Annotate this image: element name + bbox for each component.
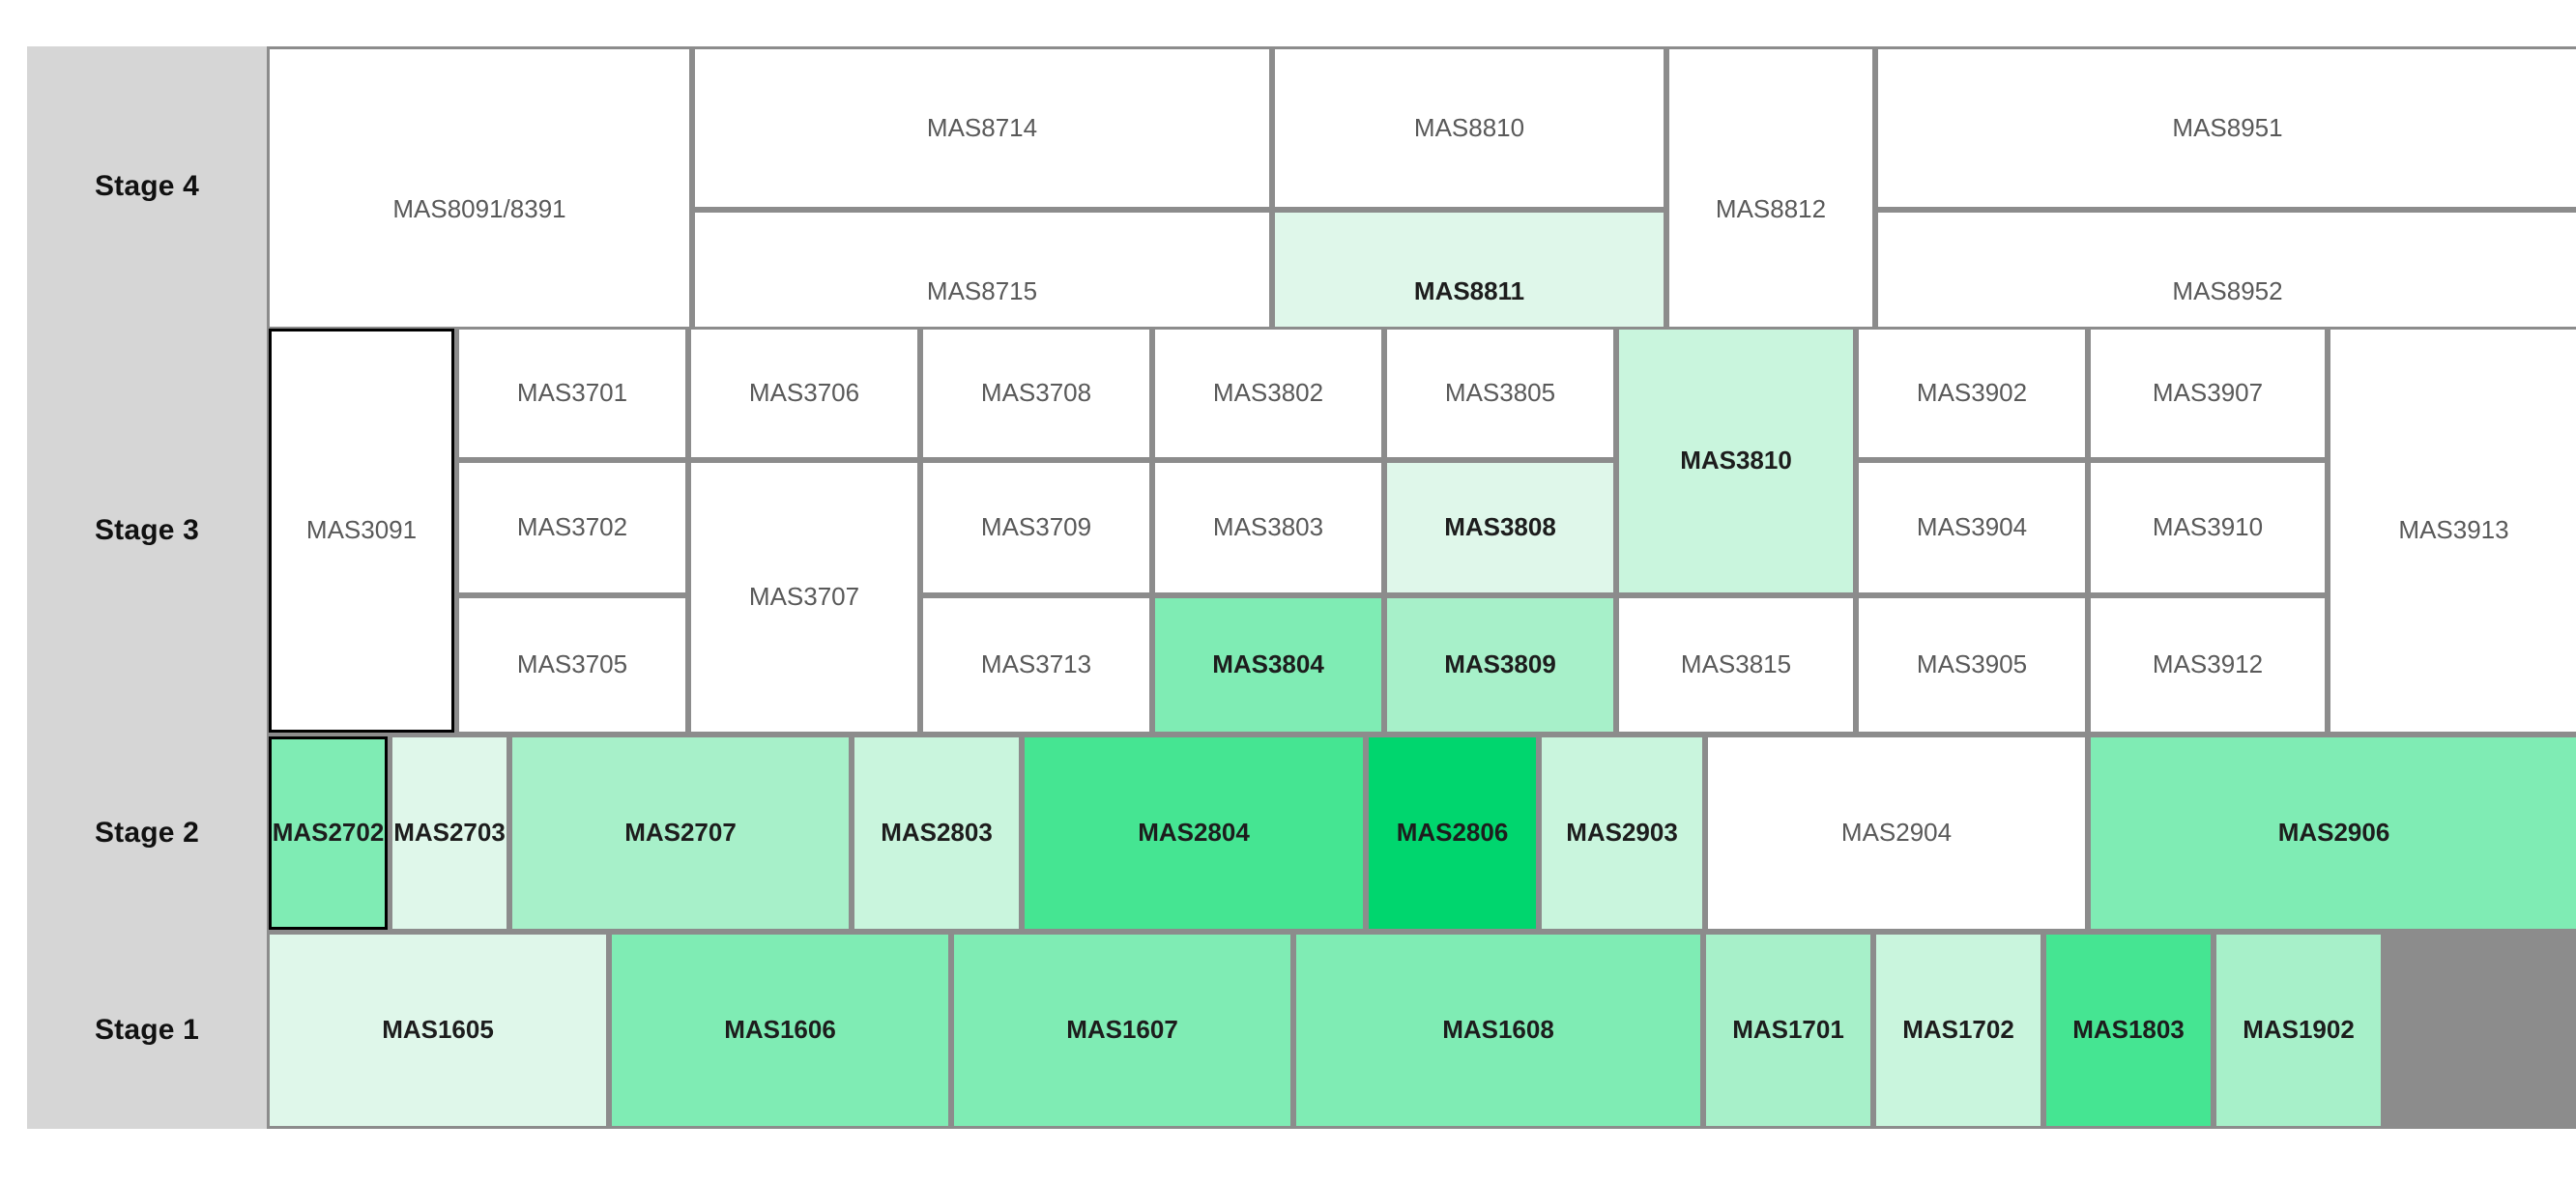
cell-mas3702[interactable]: MAS3702	[458, 462, 686, 593]
stage-label-stage-1: Stage 1	[27, 932, 267, 1129]
cell-mas1902[interactable]: MAS1902	[2215, 934, 2382, 1127]
cell-mas2904[interactable]: MAS2904	[1707, 736, 2086, 930]
cell-mas3810[interactable]: MAS3810	[1618, 329, 1854, 593]
cell-mas1701[interactable]: MAS1701	[1705, 934, 1871, 1127]
cell-mas3905[interactable]: MAS3905	[1858, 597, 2086, 733]
cell-mas3808[interactable]: MAS3808	[1386, 462, 1614, 593]
cell-mas2803[interactable]: MAS2803	[854, 736, 1020, 930]
cell-mas3803[interactable]: MAS3803	[1154, 462, 1382, 593]
cell-mas3701[interactable]: MAS3701	[458, 329, 686, 458]
stage-label-stage-3: Stage 3	[27, 327, 267, 735]
cell-mas3907[interactable]: MAS3907	[2090, 329, 2326, 458]
cell-mas3902[interactable]: MAS3902	[1858, 329, 2086, 458]
cell-mas3912[interactable]: MAS3912	[2090, 597, 2326, 733]
cell-mas3805[interactable]: MAS3805	[1386, 329, 1614, 458]
cell-mas1606[interactable]: MAS1606	[611, 934, 949, 1127]
cell-mas3809[interactable]: MAS3809	[1386, 597, 1614, 733]
cell-mas1702[interactable]: MAS1702	[1875, 934, 2041, 1127]
stage-label-stage-2: Stage 2	[27, 735, 267, 932]
cell-mas3815[interactable]: MAS3815	[1618, 597, 1854, 733]
cell-mas2702[interactable]: MAS2702	[269, 736, 388, 930]
cell-mas1605[interactable]: MAS1605	[269, 934, 607, 1127]
cell-mas8810[interactable]: MAS8810	[1274, 48, 1664, 208]
cell-mas3707[interactable]: MAS3707	[690, 462, 918, 733]
cell-mas8812[interactable]: MAS8812	[1668, 48, 1873, 371]
cell-mas3913[interactable]: MAS3913	[2330, 329, 2576, 733]
cell-mas1608[interactable]: MAS1608	[1295, 934, 1701, 1127]
cell-mas2703[interactable]: MAS2703	[391, 736, 507, 930]
cell-mas8714[interactable]: MAS8714	[694, 48, 1270, 208]
cell-mas3705[interactable]: MAS3705	[458, 597, 686, 733]
cell-mas3708[interactable]: MAS3708	[922, 329, 1150, 458]
cell-mas1607[interactable]: MAS1607	[953, 934, 1291, 1127]
stage-label-stage-4: Stage 4	[27, 46, 267, 327]
cell-mas3709[interactable]: MAS3709	[922, 462, 1150, 593]
cell-mas8091-8391[interactable]: MAS8091/8391	[269, 48, 690, 371]
cell-mas3910[interactable]: MAS3910	[2090, 462, 2326, 593]
cell-mas2804[interactable]: MAS2804	[1024, 736, 1364, 930]
cell-mas3904[interactable]: MAS3904	[1858, 462, 2086, 593]
cell-mas2806[interactable]: MAS2806	[1368, 736, 1537, 930]
cell-mas2906[interactable]: MAS2906	[2090, 736, 2576, 930]
cell-mas3804[interactable]: MAS3804	[1154, 597, 1382, 733]
cell-mas3802[interactable]: MAS3802	[1154, 329, 1382, 458]
cell-mas1803[interactable]: MAS1803	[2045, 934, 2212, 1127]
cell-mas2903[interactable]: MAS2903	[1541, 736, 1703, 930]
cell-mas3091[interactable]: MAS3091	[269, 329, 454, 733]
cell-mas3706[interactable]: MAS3706	[690, 329, 918, 458]
cell-mas8951[interactable]: MAS8951	[1877, 48, 2576, 208]
cell-mas2707[interactable]: MAS2707	[511, 736, 850, 930]
cell-mas3713[interactable]: MAS3713	[922, 597, 1150, 733]
